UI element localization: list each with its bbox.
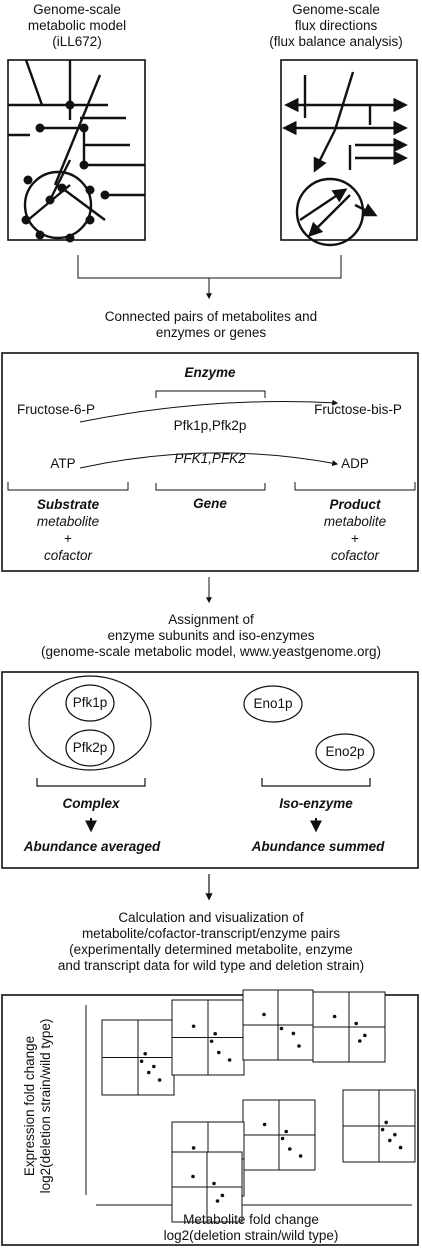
y-axis-line-1: Expression fold change <box>22 1035 37 1177</box>
cofactor-right: cofactor <box>330 548 380 563</box>
substrate-sub: metabolite <box>36 514 100 529</box>
mini-plot-dot <box>298 1154 303 1158</box>
iso-result: Abundance summed <box>251 839 385 854</box>
flux-direction-box <box>280 59 418 247</box>
x-axis-label: Metabolite fold change log2(deletion str… <box>86 1212 416 1244</box>
mini-plot-dot <box>157 1078 162 1082</box>
enzyme-header: Enzyme <box>184 365 236 380</box>
mini-plot-dot <box>152 1064 156 1069</box>
mini-plot-dot <box>191 1024 196 1029</box>
plus-right: + <box>351 531 359 546</box>
complex-member-1: Pfk1p <box>72 695 108 710</box>
left-title-line-1: Genome-scale <box>33 2 121 17</box>
gene-label: Gene <box>193 496 227 511</box>
reaction-box <box>1 352 419 572</box>
step1-text: Connected pairs of metabolites and enzym… <box>0 309 422 341</box>
plus-left: + <box>64 531 72 546</box>
right-flux-title: Genome-scale flux directions (flux balan… <box>248 2 422 50</box>
scatter-axes <box>85 1005 412 1206</box>
mini-plot-dot <box>280 1136 285 1141</box>
scatter-box <box>1 994 419 1246</box>
reaction-brackets <box>7 390 416 604</box>
y-axis-label: Expression fold change log2(deletion str… <box>22 1006 54 1206</box>
substrate-metabolite: Fructose-6-P <box>16 402 96 417</box>
step2-line-1: Assignment of <box>168 612 254 627</box>
mini-plot-dot <box>297 1044 301 1048</box>
step2-text: Assignment of enzyme subunits and iso-en… <box>0 612 422 660</box>
mini-plot-dot <box>380 1127 385 1132</box>
iso-member-1: Eno1p <box>253 696 293 711</box>
mini-plot-dot <box>217 1050 221 1055</box>
mini-plot-dot <box>279 1026 284 1031</box>
mini-scatter-plots <box>101 989 416 1223</box>
y-axis-line-2: log2(deletion strain/wild type) <box>38 1018 53 1194</box>
right-title-line-2: flux directions <box>294 18 378 33</box>
right-title-line-1: Genome-scale <box>292 2 380 17</box>
complex-member-2: Pfk2p <box>72 740 108 755</box>
cofactor-in: ATP <box>50 456 76 471</box>
mini-plot-dot <box>139 1059 144 1064</box>
mini-plot-dot <box>388 1138 392 1143</box>
mini-plot-dot <box>191 1174 195 1179</box>
product-sub: metabolite <box>323 514 387 529</box>
left-title-line-3: (iLL672) <box>52 34 102 49</box>
x-axis-line-1: Metabolite fold change <box>183 1212 319 1227</box>
mini-plot-dot <box>354 1021 359 1026</box>
mini-plot-dot <box>291 1031 296 1036</box>
product-label: Product <box>329 497 381 512</box>
left-title-line-2: metabolic model <box>27 18 127 33</box>
mini-plot-dot <box>212 1181 216 1186</box>
mini-plot-dot <box>262 1122 267 1127</box>
gene-names: PFK1,PFK2 <box>174 451 246 466</box>
mini-plot-dot <box>191 1146 196 1150</box>
step3-line-4: and transcript data for wild type and de… <box>57 958 365 973</box>
mini-plot-dot <box>398 1145 403 1150</box>
assignment-shapes <box>28 675 375 901</box>
x-axis-line-2: log2(deletion strain/wild type) <box>163 1228 339 1243</box>
mini-plot-dot <box>220 1193 225 1198</box>
mini-plot-dot <box>262 1012 266 1017</box>
mini-plot-dot <box>227 1058 232 1062</box>
complex-result: Abundance averaged <box>23 839 161 854</box>
metabolite-nodes <box>21 100 110 243</box>
complex-label: Complex <box>62 796 120 811</box>
step1-line-2: enzymes or genes <box>155 325 267 340</box>
step3-line-2: metabolite/cofactor-transcript/enzyme pa… <box>81 926 341 941</box>
mini-plot-dot <box>363 1033 367 1038</box>
mini-plot-dot <box>393 1132 397 1137</box>
step3-line-3: (experimentally determined metabolite, e… <box>69 942 353 957</box>
mini-plot-dot <box>209 1039 214 1044</box>
step2-line-2: enzyme subunits and iso-enzymes <box>107 628 315 643</box>
mini-plot-dot <box>147 1070 151 1075</box>
step2-line-3: (genome-scale metabolic model, www.yeast… <box>41 644 381 659</box>
mini-plot-dot <box>332 1014 337 1019</box>
enzyme-names: Pfk1p,Pfk2p <box>173 418 247 433</box>
mini-plot-dot <box>358 1039 362 1043</box>
iso-member-2: Eno2p <box>325 744 365 759</box>
metabolic-network-box <box>7 59 146 241</box>
mini-plot-dot <box>143 1051 147 1056</box>
step3-line-1: Calculation and visualization of <box>118 910 304 925</box>
right-title-line-3: (flux balance analysis) <box>269 34 403 49</box>
step3-text: Calculation and visualization of metabol… <box>0 910 422 974</box>
product-metabolite: Fructose-bis-P <box>314 402 402 417</box>
mini-plot-dot <box>213 1031 217 1036</box>
assignment-box <box>1 671 419 869</box>
mini-plot-dot <box>284 1129 289 1134</box>
mini-plot-dot <box>384 1120 389 1125</box>
mini-plot-dot <box>288 1147 292 1151</box>
mini-plot-dot <box>215 1199 220 1203</box>
left-model-title: Genome-scale metabolic model (iLL672) <box>2 2 152 50</box>
merge-bracket <box>77 255 342 300</box>
cofactor-left: cofactor <box>43 548 93 563</box>
cofactor-out: ADP <box>341 456 369 471</box>
substrate-label: Substrate <box>36 497 100 512</box>
iso-enzyme-label: Iso-enzyme <box>279 796 353 811</box>
step1-line-1: Connected pairs of metabolites and <box>104 309 318 324</box>
